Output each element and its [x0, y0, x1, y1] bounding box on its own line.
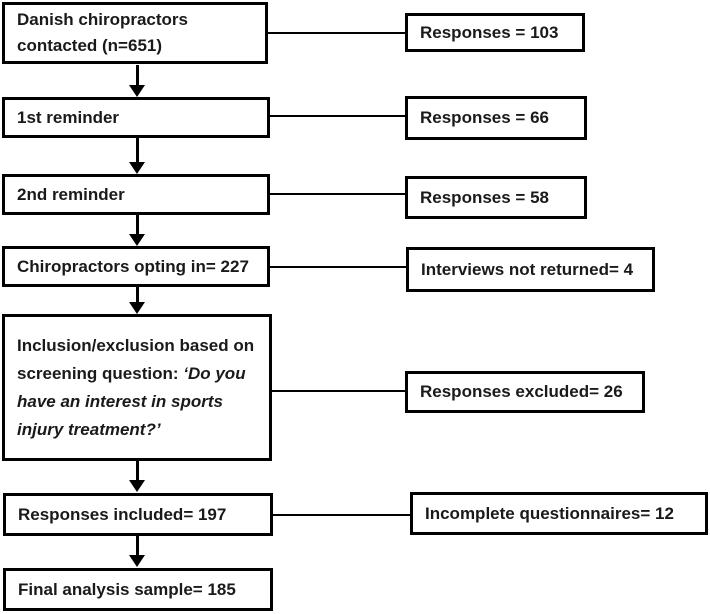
arrow-head-icon — [129, 85, 145, 97]
side-box-responses-58: Responses = 58 — [405, 176, 587, 219]
side-box-responses-excluded: Responses excluded= 26 — [405, 371, 645, 413]
side-box-incomplete-questionnaires: Incomplete questionnaires= 12 — [410, 492, 708, 535]
flow-box-responses-included-label: Responses included= 197 — [18, 504, 227, 524]
flow-box-screening-question: Inclusion/exclusion based on screening q… — [2, 314, 272, 461]
side-box-incomplete-questionnaires-label: Incomplete questionnaires= 12 — [425, 503, 674, 523]
arrow-stem — [135, 215, 139, 234]
flow-box-first-reminder-label: 1st reminder — [17, 107, 120, 127]
arrow-head-icon — [129, 302, 145, 314]
down-arrow-included-to-final-sample — [129, 536, 145, 567]
side-box-responses-103-label: Responses = 103 — [420, 22, 559, 42]
flow-box-contacted: Danish chiropractors contacted (n=651) — [2, 2, 268, 64]
side-box-responses-66-label: Responses = 66 — [420, 108, 549, 127]
arrow-head-icon — [129, 162, 145, 174]
connector-line-contacted-to-responses-103 — [266, 32, 407, 34]
flow-box-screening-question-label: Inclusion/exclusion based on screening q… — [17, 332, 259, 444]
arrow-stem — [135, 536, 139, 555]
down-arrow-contacted-to-first-reminder — [129, 65, 145, 97]
flow-box-first-reminder: 1st reminder — [2, 97, 270, 138]
flow-box-responses-included: Responses included= 197 — [3, 493, 273, 536]
arrow-stem — [135, 65, 139, 85]
side-box-interviews-not-returned: Interviews not returned= 4 — [406, 247, 655, 292]
flow-box-final-sample-label: Final analysis sample= 185 — [18, 579, 236, 599]
arrow-head-icon — [129, 555, 145, 567]
connector-line-screening-to-excluded — [270, 390, 407, 392]
side-box-responses-103: Responses = 103 — [405, 13, 585, 52]
connector-line-first-reminder-to-responses-66 — [268, 115, 407, 117]
arrow-stem — [135, 461, 139, 480]
down-arrow-screening-to-included — [129, 461, 145, 492]
connector-line-included-to-incomplete — [271, 514, 412, 516]
arrow-stem — [135, 287, 139, 302]
connector-line-second-reminder-to-responses-58 — [268, 193, 407, 195]
arrow-stem — [135, 137, 139, 162]
down-arrow-opting-in-to-screening — [129, 287, 145, 314]
flow-box-opting-in: Chiropractors opting in= 227 — [2, 246, 270, 287]
flow-box-second-reminder-label: 2nd reminder — [17, 184, 125, 204]
down-arrow-second-reminder-to-opting-in — [129, 215, 145, 246]
screening-question-regular-text: Inclusion/exclusion based on screening q… — [17, 335, 255, 383]
down-arrow-first-to-second-reminder — [129, 137, 145, 174]
connector-line-opting-in-to-not-returned — [268, 266, 408, 268]
flow-box-contacted-label: Danish chiropractors contacted (n=651) — [17, 10, 188, 55]
flow-box-final-sample: Final analysis sample= 185 — [3, 568, 273, 611]
screening-question-italic-text: ‘Do you have an interest in sports injur… — [17, 363, 246, 439]
flow-box-opting-in-label: Chiropractors opting in= 227 — [17, 256, 249, 276]
side-box-interviews-not-returned-label: Interviews not returned= 4 — [421, 259, 634, 279]
flow-box-second-reminder: 2nd reminder — [2, 174, 270, 215]
side-box-responses-58-label: Responses = 58 — [420, 187, 549, 207]
arrow-head-icon — [129, 480, 145, 492]
side-box-responses-excluded-label: Responses excluded= 26 — [420, 382, 623, 401]
side-box-responses-66: Responses = 66 — [405, 96, 587, 140]
arrow-head-icon — [129, 234, 145, 246]
